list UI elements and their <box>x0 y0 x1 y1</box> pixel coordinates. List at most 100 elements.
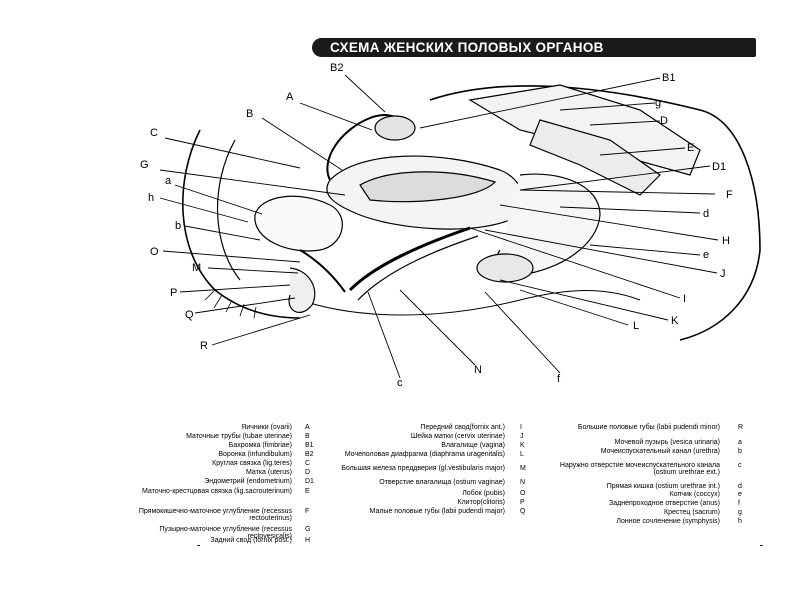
label-R: R <box>200 340 208 352</box>
label-F: F <box>726 189 733 201</box>
legend-item-code: c <box>738 462 742 469</box>
bladder-shape <box>254 195 343 252</box>
legend-item-code: M <box>520 465 526 472</box>
legend-item-text: Заднепроходное отверстие (anus) <box>609 500 720 507</box>
vagina-shape <box>348 226 471 292</box>
legend-item-code: h <box>738 518 742 525</box>
label-L: L <box>633 320 639 332</box>
pubic-hair <box>204 289 257 319</box>
ovary-shape <box>374 115 416 141</box>
legend-item-code: I <box>520 424 522 431</box>
legend-item-code: J <box>520 433 524 440</box>
label-B2: B2 <box>330 62 343 74</box>
label-f: f <box>557 373 561 385</box>
legend-item-code: D1 <box>305 478 314 485</box>
rectum-lumen <box>476 253 534 283</box>
legend-item-text: Большая железа преддверия (gl.vestibular… <box>341 465 505 472</box>
label-D: D <box>660 115 668 127</box>
legend-item-code: D <box>305 469 311 476</box>
legend-item-text: Наружно отверстие мочеиспускательного ка… <box>559 462 720 477</box>
legend-item-text: Пузырно-маточное углубление (recessus re… <box>159 526 292 541</box>
label-G: G <box>140 159 149 171</box>
page-mark <box>760 545 763 546</box>
label-e: e <box>703 249 709 261</box>
legend-item-text: Матка (uterus) <box>245 469 292 476</box>
legend-item-text: Яичники (ovarii) <box>241 424 292 431</box>
legend-item-code: N <box>520 479 526 486</box>
legend-item-text: Передний свод(fornix ant.) <box>420 424 505 431</box>
label-B1: B1 <box>662 72 675 84</box>
legend-item-text: Круглая связка (lig.teres) <box>212 460 292 467</box>
labia-shape <box>288 267 316 313</box>
label-P: P <box>170 287 177 299</box>
legend-item-text: Крестец (sacrum) <box>664 509 720 516</box>
legend-item-code: O <box>520 490 526 497</box>
legend-item-text: Прямокишечно-маточное углубление (recess… <box>138 508 292 523</box>
legend-item-text: Маточно-крестцовая связка (lig.sacrouter… <box>141 488 292 495</box>
legend-item-text: Отверстие влагалища (ostium vaginae) <box>379 479 505 486</box>
legend-item-text: Прямая кишка (ostium urethrae int.) <box>606 483 720 490</box>
label-Q: Q <box>185 309 194 321</box>
legend-item-text: Малые половые губы (labii pudendi major) <box>369 508 505 515</box>
legend-item-text: Маточные трубы (tubae uterinae) <box>186 433 292 440</box>
page-title: СХЕМА ЖЕНСКИХ ПОЛОВЫХ ОРГАНОВ <box>330 40 604 55</box>
label-g: g <box>655 97 661 109</box>
legend-item-code: b <box>738 448 742 455</box>
legend-item-code: G <box>305 526 311 533</box>
legend-item-text: Копчик (coccyx) <box>669 491 720 498</box>
page-mark <box>197 545 200 546</box>
legend-item-code: L <box>520 451 524 458</box>
label-M: M <box>192 262 201 274</box>
legend-item-code: g <box>738 509 742 516</box>
legend-item-code: F <box>305 508 310 515</box>
sacrum-shape <box>468 84 701 176</box>
label-N: N <box>474 364 482 376</box>
legend-item-text: Лонное сочленение (symphysis) <box>616 518 720 525</box>
legend: Яичники (ovarii) A Маточные трубы (tubae u… <box>0 424 800 544</box>
legend-item-text: Бахромка (fimbriae) <box>228 442 292 449</box>
legend-item-code: A <box>305 424 310 431</box>
label-E: E <box>687 142 694 154</box>
legend-item-code: B2 <box>305 451 314 458</box>
legend-item-text: Мочевой пузырь (vesica urinaria) <box>614 439 720 446</box>
legend-item-text: Лобок (pubis) <box>462 490 505 497</box>
label-K: K <box>671 315 679 327</box>
label-H: H <box>722 235 730 247</box>
title-banner: СХЕМА ЖЕНСКИХ ПОЛОВЫХ ОРГАНОВ <box>312 38 756 57</box>
label-D1: D1 <box>712 161 726 173</box>
legend-item-code: K <box>520 442 525 449</box>
urethra-shape <box>299 249 346 293</box>
legend-item-code: d <box>738 483 742 490</box>
legend-item-code: P <box>520 499 525 506</box>
label-A: A <box>286 91 294 103</box>
legend-item-code: H <box>305 537 311 544</box>
legend-item-code: Q <box>520 508 526 515</box>
legend-item-text: Влагалище (vagina) <box>441 442 505 449</box>
label-c: c <box>397 377 403 389</box>
abdominal-wall-inner <box>216 139 241 281</box>
anatomy-drawing <box>182 84 761 341</box>
legend-item-text: Задний свод (fornix post.) <box>210 537 292 544</box>
legend-item-text: Большие половые губы (labii pudendi mino… <box>577 424 720 431</box>
vagina-shape <box>357 235 479 301</box>
abdominal-wall <box>182 129 301 319</box>
legend-item-code: f <box>738 500 740 507</box>
label-a: a <box>165 175 172 187</box>
diagram-labels: B2 A B C G a h b O M P Q R c N f B1 g D … <box>140 62 733 389</box>
anatomy-diagram: B2 A B C G a h b O M P Q R c N f B1 g D … <box>140 62 761 389</box>
legend-item-text: Клитор(clitoris) <box>457 499 505 506</box>
label-B: B <box>246 108 253 120</box>
legend-item-text: Воронка (infundibulum) <box>218 451 292 458</box>
legend-item-code: E <box>305 488 310 495</box>
label-J: J <box>720 268 726 280</box>
legend-item-code: B <box>305 433 310 440</box>
label-d: d <box>703 208 709 220</box>
label-O: O <box>150 246 159 258</box>
legend-item-code: C <box>305 460 311 467</box>
legend-item-code: a <box>738 439 742 446</box>
label-C: C <box>150 127 158 139</box>
legend-item-text: Шейка матки (cervix uterinae) <box>410 433 505 440</box>
legend-item-code: B1 <box>305 442 314 449</box>
leader-lines <box>159 74 719 379</box>
pelvic-floor <box>299 290 641 316</box>
